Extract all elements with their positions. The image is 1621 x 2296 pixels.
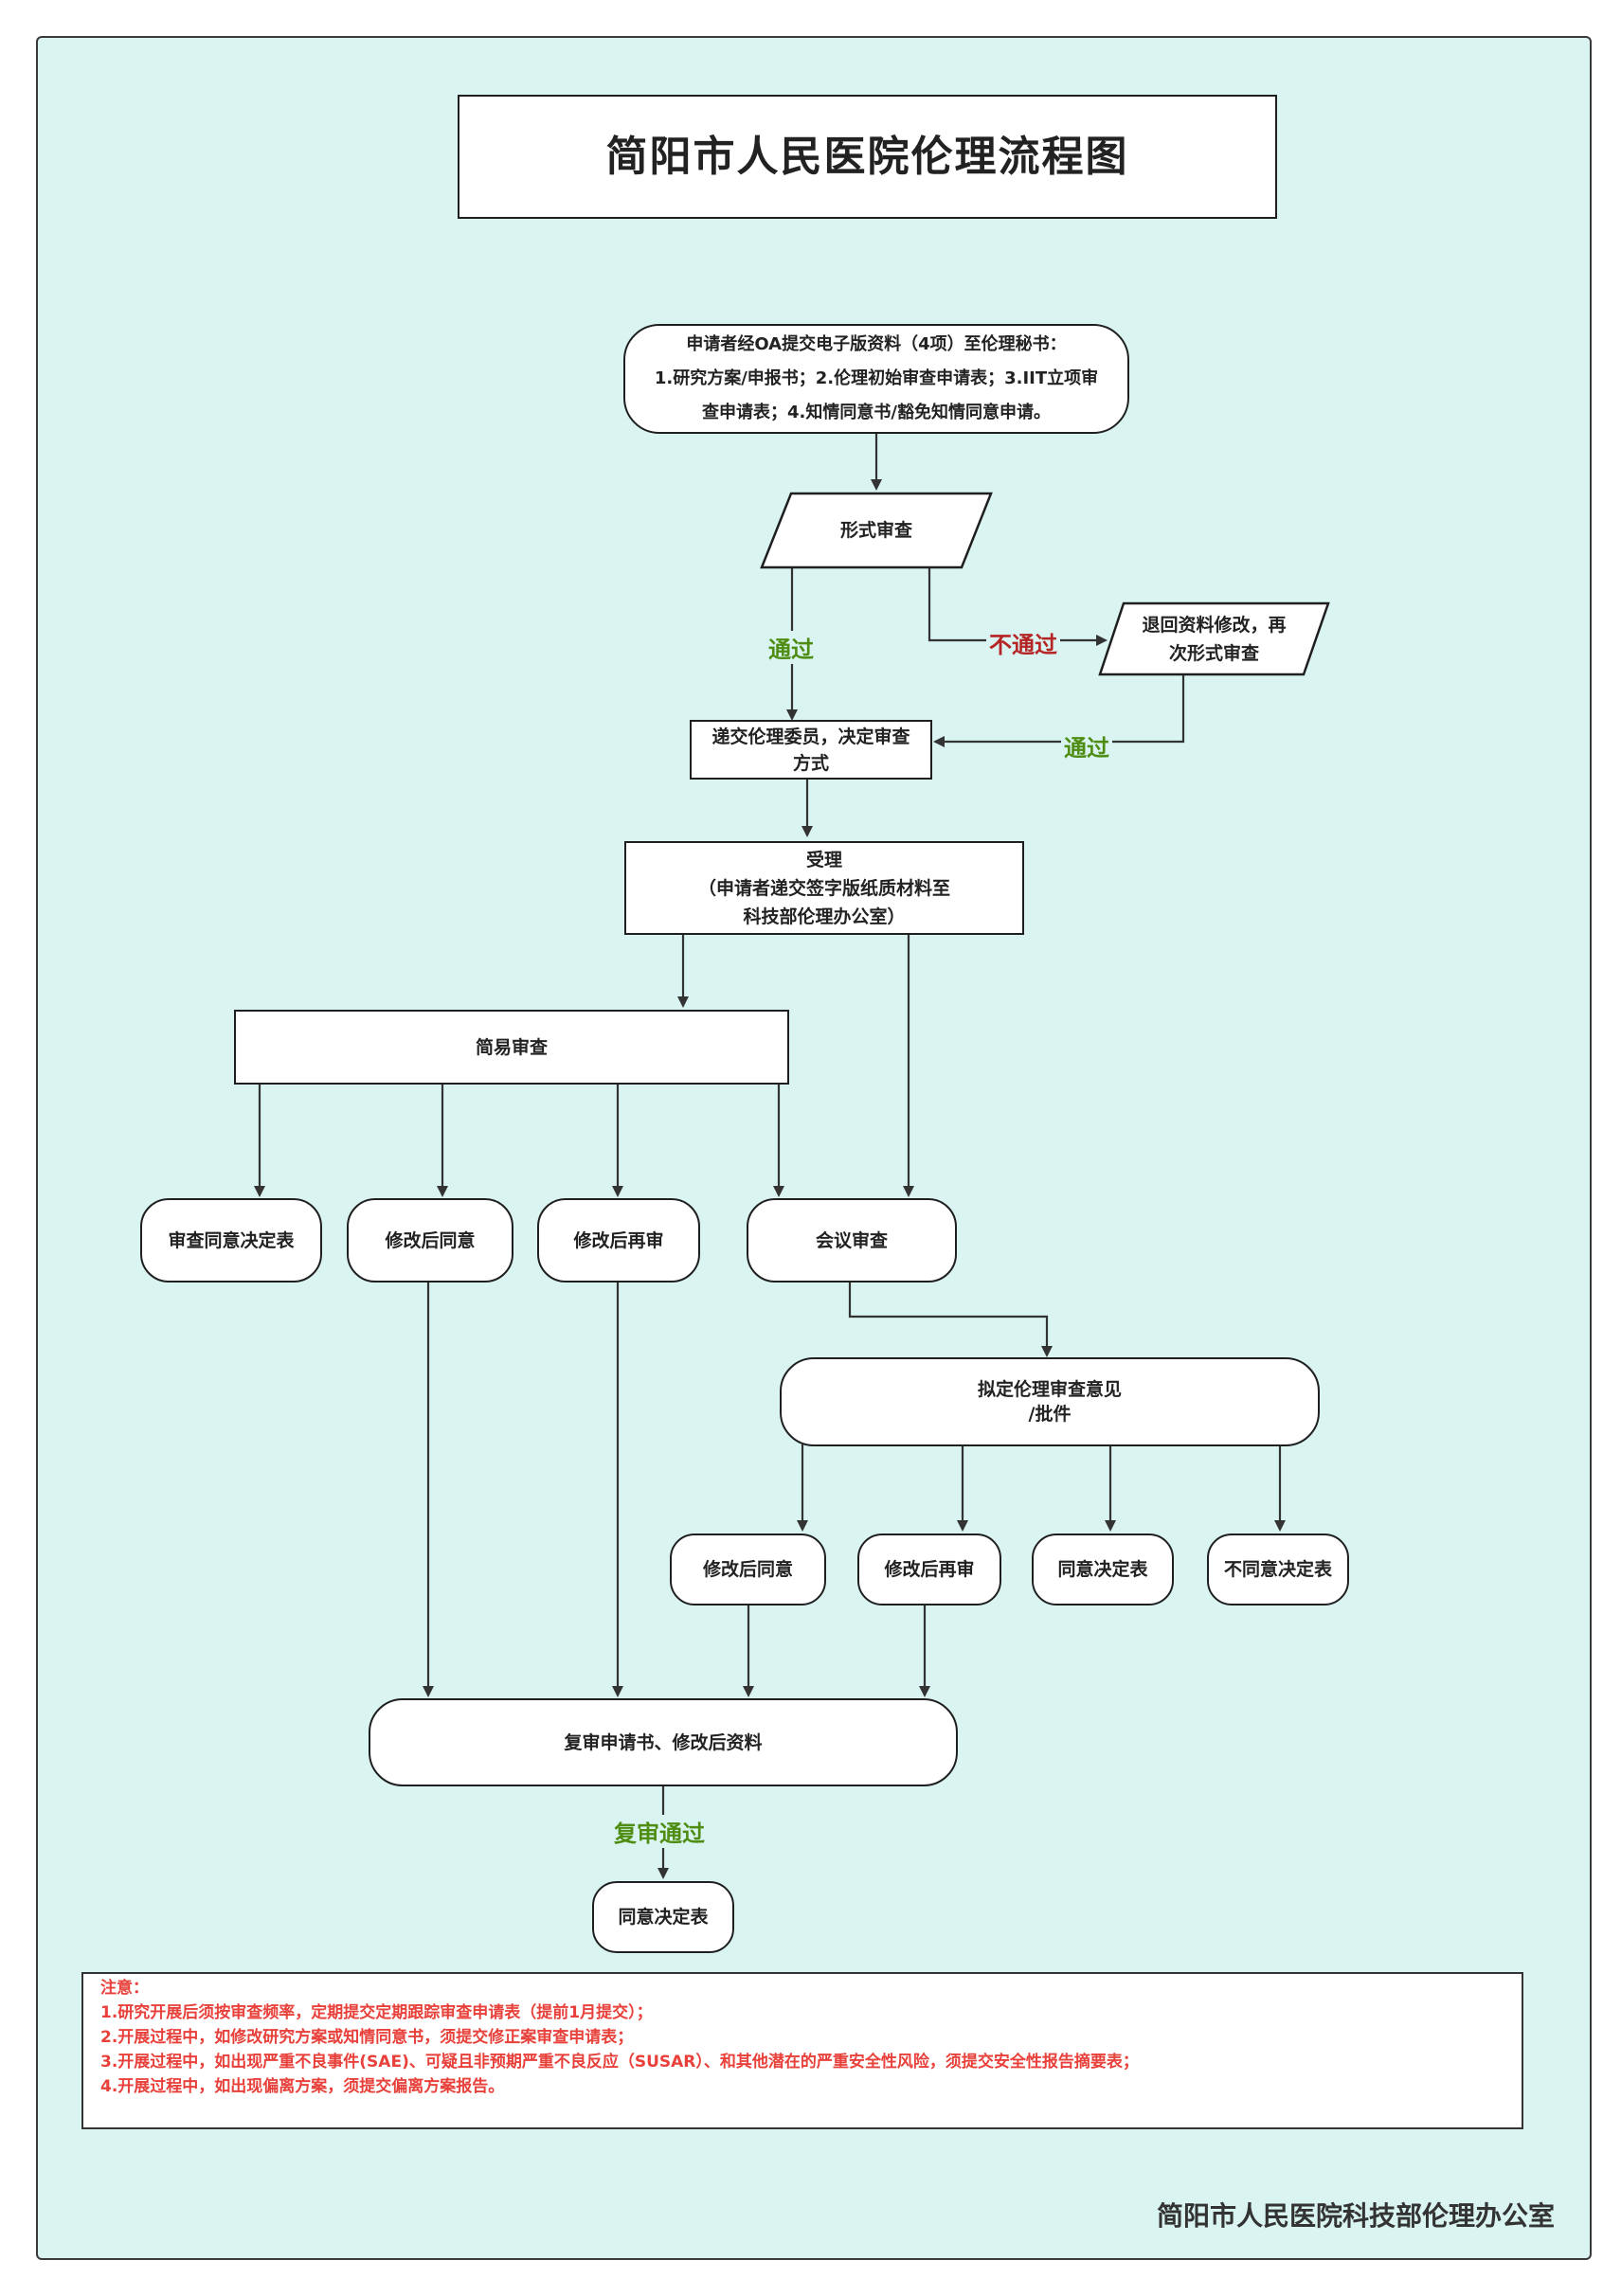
edge-meeting-to-draft (848, 1281, 1053, 1357)
edge-return-to-deliver (933, 673, 1185, 747)
edge-label-rereview-pass: 复审通过 (611, 1815, 708, 1848)
footer-office-name: 简阳市人民医院科技部伦理办公室 (1156, 2200, 1555, 2232)
notes-item: 4.开展过程中，如出现偏离方案，须提交偏离方案报告。 (100, 2077, 505, 2096)
draft-opinion-node: 拟定伦理审查意见 /批件 (780, 1357, 1320, 1446)
meeting-review-node: 会议审查 (747, 1198, 957, 1283)
formal-review-label: 形式审查 (839, 520, 912, 541)
edge-label-pass-1: 通过 (765, 631, 817, 664)
notes-heading: 注意： (100, 1979, 149, 1998)
final-approve-form-node: 同意决定表 (592, 1881, 734, 1953)
simple-approve-form-node: 审查同意决定表 (140, 1198, 322, 1283)
deliver-committee-node: 递交伦理委员，决定审查 方式 (690, 720, 932, 780)
simple-modify-approve-node: 修改后同意 (347, 1198, 513, 1283)
meeting-modify-rereview-node: 修改后再审 (857, 1534, 1001, 1605)
formal-review-node: 形式审查 (760, 492, 993, 569)
notes-item: 2.开展过程中，如修改研究方案或知情同意书，须提交修正案审查申请表； (100, 2028, 634, 2047)
disapprove-form-node: 不同意决定表 (1207, 1534, 1349, 1605)
approve-form-node: 同意决定表 (1032, 1534, 1174, 1605)
submit-materials-node: 申请者经OA提交电子版资料（4项）至伦理秘书： 1.研究方案/申报书；2.伦理初… (623, 324, 1129, 434)
notes-item: 1.研究开展后须按审查频率，定期提交定期跟踪审查申请表（提前1月提交）； (100, 2003, 653, 2022)
return-revise-node: 退回资料修改，再 次形式审查 (1098, 601, 1330, 676)
return-revise-label: 退回资料修改，再 次形式审查 (1142, 614, 1287, 664)
accept-node: 受理 （申请者递交签字版纸质材料至 科技部伦理办公室） (624, 841, 1024, 935)
simple-review-node: 简易审查 (234, 1010, 789, 1085)
notes-item: 3.开展过程中，如出现严重不良事件(SAE)、可疑且非预期严重不良反应（SUSA… (100, 2053, 1139, 2072)
page-title: 简阳市人民医院伦理流程图 (458, 95, 1277, 219)
edge-label-pass-2: 通过 (1061, 729, 1112, 762)
notes-box: 注意： 1.研究开展后须按审查频率，定期提交定期跟踪审查申请表（提前1月提交）；… (81, 1972, 1523, 2129)
rereview-application-node: 复审申请书、修改后资料 (369, 1698, 958, 1786)
simple-modify-rereview-node: 修改后再审 (537, 1198, 700, 1283)
meeting-modify-approve-node: 修改后同意 (670, 1534, 826, 1605)
edge-label-fail: 不通过 (986, 626, 1060, 659)
